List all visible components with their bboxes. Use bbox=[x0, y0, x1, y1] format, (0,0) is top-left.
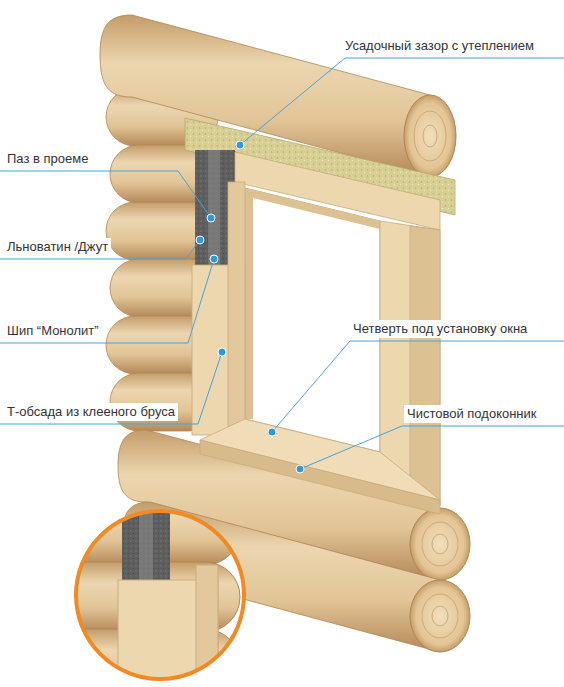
growth-ring bbox=[422, 594, 458, 638]
leader-line bbox=[240, 58, 564, 145]
leader-line bbox=[272, 341, 564, 432]
zoom-ring bbox=[76, 511, 244, 679]
leader-dots bbox=[196, 141, 304, 473]
leader-dot bbox=[218, 348, 226, 356]
leader-line bbox=[300, 426, 564, 469]
callout-label: Т-обсада из клееного бруса bbox=[4, 403, 178, 421]
leader-line bbox=[0, 171, 211, 218]
log-end bbox=[410, 508, 470, 580]
log-end bbox=[410, 580, 470, 652]
leader-dot bbox=[296, 465, 304, 473]
callout-label: Паз в проеме bbox=[4, 150, 91, 168]
growth-ring bbox=[414, 111, 446, 161]
leader-lines bbox=[0, 58, 564, 469]
leader-dot bbox=[236, 141, 244, 149]
jute-strip bbox=[139, 505, 153, 580]
leader-line bbox=[0, 352, 222, 424]
zoom-detail bbox=[40, 495, 240, 687]
growth-ring bbox=[432, 606, 448, 626]
t-casing-post bbox=[410, 226, 440, 505]
growth-ring bbox=[423, 125, 437, 147]
t-casing-post bbox=[228, 182, 245, 435]
jute-strip bbox=[208, 150, 220, 265]
callout-label: Шип “Монолит” bbox=[4, 322, 102, 340]
growth-ring bbox=[432, 534, 448, 554]
leader-line bbox=[0, 259, 214, 343]
leader-dot bbox=[196, 236, 204, 244]
callout-label: Усадочный зазор с утеплением bbox=[342, 37, 537, 55]
leader-dot bbox=[207, 214, 215, 222]
log-end bbox=[404, 95, 456, 177]
window-sill bbox=[200, 440, 440, 514]
growth-ring bbox=[422, 522, 458, 566]
leader-dot bbox=[210, 255, 218, 263]
callout-label: Льноватин /Джут bbox=[4, 238, 111, 256]
callout-label: Четверть под установку окна bbox=[350, 320, 530, 338]
callout-label: Чистовой подоконник bbox=[404, 405, 540, 423]
leader-dot bbox=[268, 428, 276, 436]
